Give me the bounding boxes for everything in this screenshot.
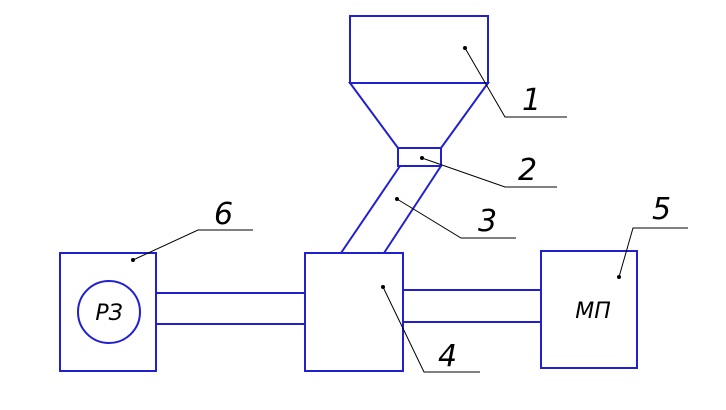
right-block [540, 250, 638, 369]
hopper-funnel [348, 82, 490, 149]
hopper-bin [349, 15, 489, 84]
left-block [59, 252, 157, 372]
rz-circle [77, 280, 141, 344]
leader-4 [381, 285, 480, 373]
callout-2: 2 [518, 153, 537, 188]
block6-label: РЗ [95, 301, 122, 326]
right-shaft [403, 289, 541, 323]
left-shaft [156, 292, 305, 325]
leader-3 [395, 197, 516, 239]
leader-6 [131, 229, 253, 262]
callout-4: 4 [438, 339, 457, 374]
hopper [348, 15, 490, 149]
leader-1 [463, 46, 567, 118]
callout-1: 1 [522, 83, 541, 118]
chute [340, 165, 442, 254]
callout-5: 5 [652, 192, 671, 227]
block5-label: МП [575, 299, 611, 324]
callout-3: 3 [478, 204, 497, 239]
leader-5 [617, 227, 688, 279]
central-block [304, 252, 404, 372]
callout-6: 6 [214, 197, 233, 232]
feeder [397, 147, 442, 167]
leader-2 [420, 156, 557, 188]
